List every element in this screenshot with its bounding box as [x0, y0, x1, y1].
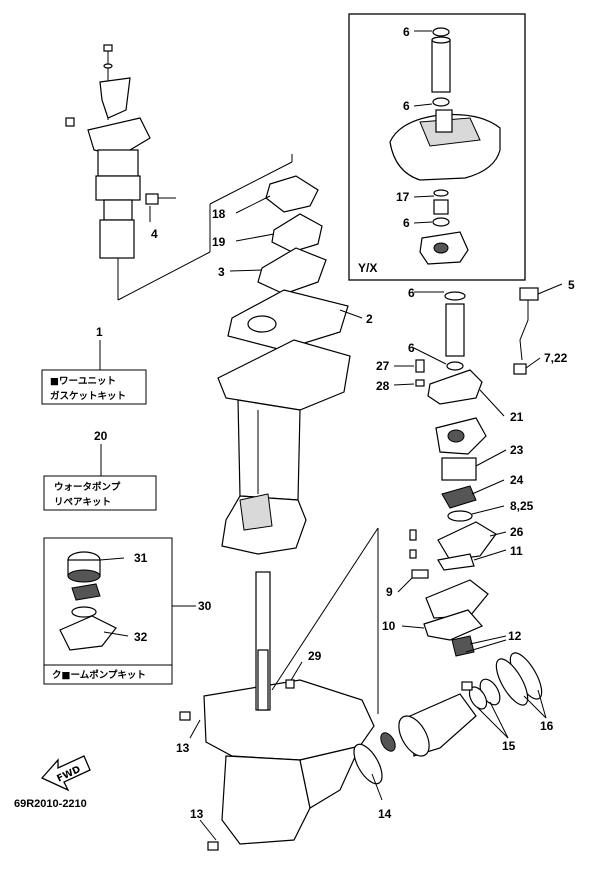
callout-6-d: 6	[408, 286, 415, 300]
yx-tube	[431, 27, 451, 107]
bolt-13-lower	[207, 841, 219, 851]
pump-kit-line2: リペアキット	[54, 497, 111, 508]
gasket-stack	[227, 175, 349, 351]
cr-pump-kit-number: 30	[198, 599, 212, 613]
callout-11: 11	[510, 544, 523, 558]
callout-7-22: 7,22	[544, 351, 568, 365]
callout-13-b: 13	[190, 807, 204, 821]
callout-12: 12	[508, 629, 522, 643]
callout-29: 29	[308, 649, 322, 663]
callout-21: 21	[510, 410, 524, 424]
callout-9: 9	[386, 585, 393, 599]
callout-24: 24	[510, 473, 524, 487]
leader-lines	[149, 30, 563, 841]
pump-kit-box	[43, 475, 157, 511]
pump-kit-line1: ウォータポンプ	[54, 481, 121, 493]
pump-repair-kit: 20 ウォータポンプ リペアキット	[43, 429, 157, 511]
callout-14: 14	[378, 807, 392, 821]
callout-6-e: 6	[408, 341, 415, 355]
callout-6-b: 6	[403, 99, 410, 113]
gasket-kit-line1: ■ワーユニット	[50, 376, 116, 387]
gasket-kit-number: 1	[96, 325, 103, 339]
callout-5: 5	[568, 278, 575, 292]
callout-18: 18	[212, 207, 226, 221]
callout-23: 23	[510, 443, 524, 457]
gasket-kit-line2: ガスケットキット	[50, 390, 126, 402]
callout-26: 26	[510, 525, 524, 539]
callout-6-a: 6	[403, 25, 410, 39]
diagram-code: 69R2010-2210	[14, 798, 87, 810]
callout-19: 19	[212, 235, 226, 249]
lower-gear-case	[203, 527, 379, 845]
fwd-arrow: FWD	[40, 755, 91, 792]
callout-6-c: 6	[403, 216, 410, 230]
upper-mount-assembly	[65, 44, 293, 301]
callout-16: 16	[540, 719, 554, 733]
callout-17: 17	[396, 190, 410, 204]
water-pump-parts	[409, 287, 539, 657]
callout-numbers: 6 6 17 6 4 18 19 3 2 5 6 6 27 7,22 28 21…	[134, 25, 575, 821]
callout-13-a: 13	[176, 741, 190, 755]
bolt-29	[285, 679, 295, 689]
callout-10: 10	[382, 619, 396, 633]
yx-housing	[389, 109, 501, 265]
callout-32: 32	[134, 630, 148, 644]
yx-detail-frame	[348, 13, 526, 281]
callout-15: 15	[502, 739, 516, 753]
callout-2: 2	[366, 312, 373, 326]
gasket-kit: 1 ■ワーユニット ガスケットキット	[41, 325, 147, 405]
cr-pump-kit-label: ク■ームポンプキット	[52, 669, 146, 681]
callout-27: 27	[376, 359, 390, 373]
callout-3: 3	[218, 265, 225, 279]
drive-shaft-housing	[217, 339, 351, 555]
gasket-kit-box	[41, 369, 147, 405]
bolt-13-upper	[179, 711, 191, 721]
callout-8-25: 8,25	[510, 499, 534, 513]
pump-kit-number: 20	[94, 429, 108, 443]
propeller-side-parts	[353, 652, 543, 785]
callout-31: 31	[134, 551, 148, 565]
callout-28: 28	[376, 379, 390, 393]
cr-pump-kit: ク■ームポンプキット 30	[43, 537, 212, 685]
callout-4: 4	[151, 227, 158, 241]
yx-label: Y/X	[358, 261, 377, 275]
